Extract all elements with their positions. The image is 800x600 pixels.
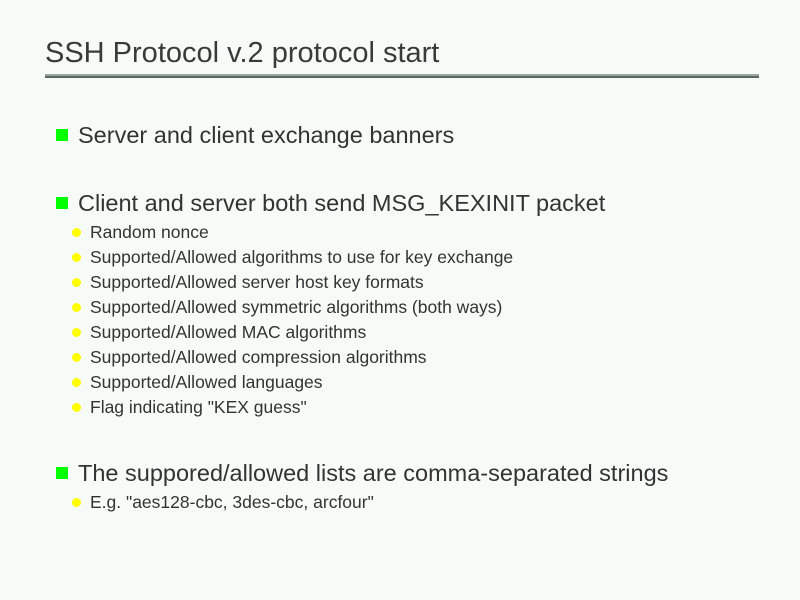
bullet-item-level2: Supported/Allowed compression algorithms — [0, 345, 800, 370]
dot-bullet-icon — [72, 328, 81, 337]
bullet-level2-label: Supported/Allowed symmetric algorithms (… — [90, 297, 503, 317]
square-bullet-icon — [56, 197, 68, 209]
bullet-level2-label: Supported/Allowed server host key format… — [90, 272, 424, 292]
dot-bullet-icon — [72, 303, 81, 312]
bullet-item-level2: Supported/Allowed algorithms to use for … — [0, 245, 800, 270]
bullet-item-level2: Supported/Allowed server host key format… — [0, 270, 800, 295]
bullet-item-level1: Server and client exchange banners — [0, 118, 800, 152]
bullet-item-level2: Supported/Allowed symmetric algorithms (… — [0, 295, 800, 320]
dot-bullet-icon — [72, 378, 81, 387]
bullet-list-level2: E.g. "aes128-cbc, 3des-cbc, arcfour" — [0, 490, 800, 515]
page-title: SSH Protocol v.2 protocol start — [45, 37, 440, 69]
dot-bullet-icon — [72, 228, 81, 237]
bullet-level1-label: Client and server both send MSG_KEXINIT … — [78, 190, 606, 216]
slide-title-block: SSH Protocol v.2 protocol start — [45, 36, 760, 78]
square-bullet-icon — [56, 129, 68, 141]
bullet-item-level2: E.g. "aes128-cbc, 3des-cbc, arcfour" — [0, 490, 800, 515]
dot-bullet-icon — [72, 403, 81, 412]
bullet-level1-label: The suppored/allowed lists are comma-sep… — [78, 460, 669, 486]
bullet-item-level2: Supported/Allowed languages — [0, 370, 800, 395]
bullet-level2-label: Supported/Allowed MAC algorithms — [90, 322, 367, 342]
bullet-sublist-wrapper: Random nonce Supported/Allowed algorithm… — [0, 220, 800, 420]
bullet-level2-label: E.g. "aes128-cbc, 3des-cbc, arcfour" — [90, 492, 374, 512]
bullet-item-level2: Flag indicating "KEX guess" — [0, 395, 800, 420]
dot-bullet-icon — [72, 253, 81, 262]
bullet-level2-label: Random nonce — [90, 222, 209, 242]
bullet-item-level1: The suppored/allowed lists are comma-sep… — [0, 456, 800, 490]
bullet-item-level2: Supported/Allowed MAC algorithms — [0, 320, 800, 345]
bullet-level2-label: Supported/Allowed compression algorithms — [90, 347, 427, 367]
dot-bullet-icon — [72, 278, 81, 287]
spacer — [0, 152, 800, 186]
bullet-level2-label: Supported/Allowed algorithms to use for … — [90, 247, 514, 267]
bullet-list-level2: Random nonce Supported/Allowed algorithm… — [0, 220, 800, 420]
bullet-level1-label: Server and client exchange banners — [78, 122, 455, 148]
bullet-level2-label: Flag indicating "KEX guess" — [90, 397, 307, 417]
bullet-item-level2: Random nonce — [0, 220, 800, 245]
dot-bullet-icon — [72, 498, 81, 507]
square-bullet-icon — [56, 467, 68, 479]
bullet-level2-label: Supported/Allowed languages — [90, 372, 323, 392]
bullet-sublist-wrapper: E.g. "aes128-cbc, 3des-cbc, arcfour" — [0, 490, 800, 515]
slide-body: Server and client exchange banners Clien… — [0, 118, 800, 515]
title-divider — [45, 74, 759, 78]
dot-bullet-icon — [72, 353, 81, 362]
bullet-item-level1: Client and server both send MSG_KEXINIT … — [0, 186, 800, 220]
bullet-list-level1: Server and client exchange banners Clien… — [0, 118, 800, 515]
spacer — [0, 420, 800, 456]
